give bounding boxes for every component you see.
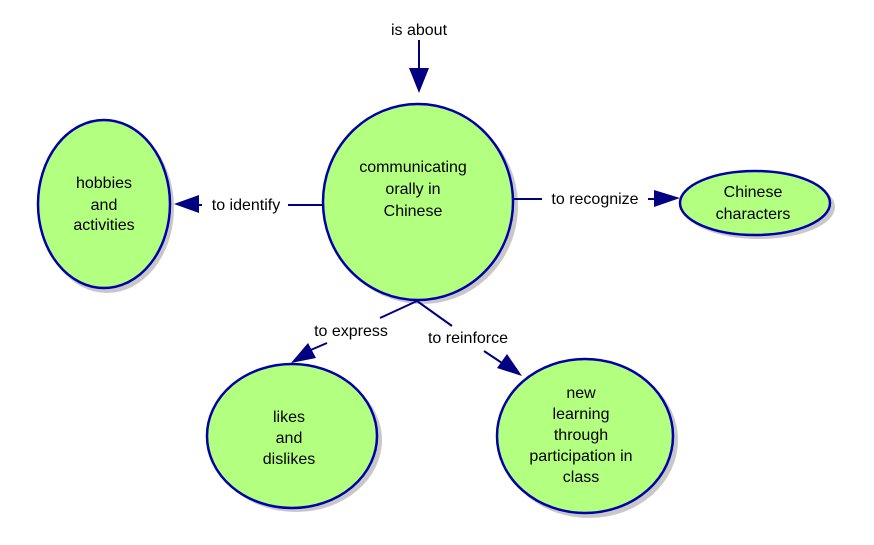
arrow-head-icon bbox=[497, 354, 522, 376]
arrow-head-icon bbox=[654, 190, 680, 207]
link-to-express[interactable] bbox=[291, 300, 418, 363]
link-label-to-recognize: to recognize bbox=[551, 191, 638, 208]
link-label-to-reinforce: to reinforce bbox=[428, 330, 508, 347]
arrow-head-icon bbox=[409, 68, 429, 93]
node-hobbies[interactable]: hobbies and activities bbox=[36, 118, 172, 290]
link-to-identify[interactable] bbox=[174, 195, 323, 213]
node-text-line: Chinese bbox=[724, 184, 783, 201]
node-text-line: participation in bbox=[529, 448, 632, 465]
node-center[interactable]: communicating orally in Chinese bbox=[321, 102, 515, 302]
node-text-line: Chinese bbox=[384, 203, 443, 220]
link-to-reinforce[interactable] bbox=[416, 300, 522, 376]
link-to-recognize[interactable] bbox=[512, 190, 680, 207]
node-text-line: dislikes bbox=[263, 451, 315, 468]
node-text-line: activities bbox=[73, 217, 134, 234]
node-text-line: likes bbox=[273, 409, 305, 426]
link-label-is-about: is about bbox=[391, 22, 448, 39]
node-text-line: orally in bbox=[385, 181, 440, 198]
node-likes[interactable]: likes and dislikes bbox=[205, 362, 379, 510]
node-text-line: through bbox=[554, 427, 608, 444]
node-text-line: hobbies bbox=[76, 175, 132, 192]
arrow-head-icon bbox=[291, 343, 316, 363]
node-text-line: and bbox=[91, 197, 118, 214]
link-label-to-identify: to identify bbox=[212, 197, 280, 214]
link-label-to-express: to express bbox=[314, 323, 388, 340]
node-text-line: learning bbox=[553, 406, 610, 423]
node-text-line: characters bbox=[716, 206, 791, 223]
node-text-line: and bbox=[276, 430, 303, 447]
node-text-line: class bbox=[563, 469, 599, 486]
link-is-about[interactable] bbox=[409, 40, 429, 93]
node-learning[interactable]: new learning through participation in cl… bbox=[495, 357, 675, 515]
node-text-line: communicating bbox=[359, 159, 467, 176]
node-text-line: new bbox=[566, 385, 596, 402]
node-characters[interactable]: Chinese characters bbox=[678, 169, 832, 237]
arrow-head-icon bbox=[174, 195, 199, 213]
